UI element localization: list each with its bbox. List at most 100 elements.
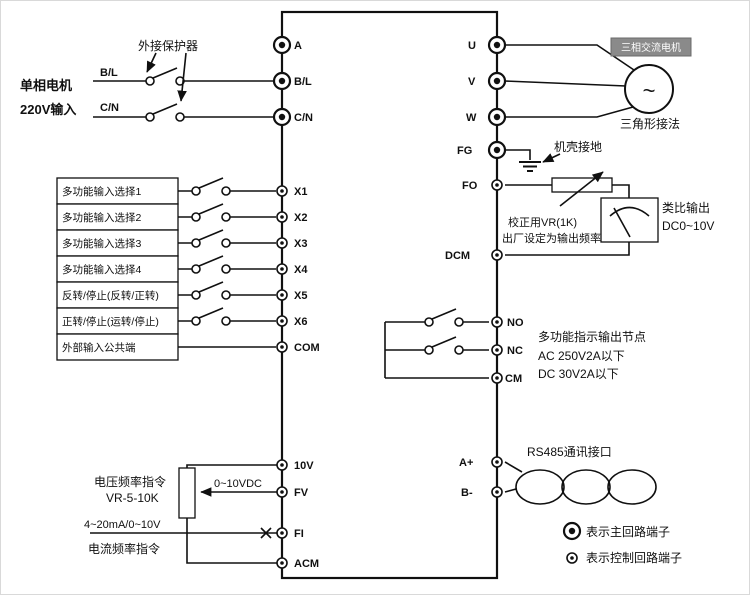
factory-setting-label: 出厂设定为输出频率 xyxy=(502,231,601,245)
ground-arrow xyxy=(542,153,561,163)
legend-control-terminal-label: 表示控制回路端子 xyxy=(586,550,682,565)
terminal-fi xyxy=(276,527,288,539)
meter-scale-arc xyxy=(609,206,650,217)
vr-wiper-arrow xyxy=(559,171,604,207)
ac-input-wires xyxy=(93,80,274,118)
analog-output-section: FO DCM 校正用VR(1K) 出厂设定为输出频率 类比输出 DC0~10V xyxy=(445,171,714,262)
legend-main-terminal-label: 表示主回路端子 xyxy=(586,524,670,539)
input-switch-x6 xyxy=(191,307,231,326)
input-row-box-1 xyxy=(56,177,179,205)
rs485-section: A+ B- RS485通讯接口 xyxy=(459,444,657,505)
terminal-x1-label: X1 xyxy=(294,186,307,198)
terminal-cn xyxy=(272,107,292,127)
ground-symbol xyxy=(519,161,541,172)
relay-ac-rating-label: AC 250V2A以下 xyxy=(538,349,625,363)
terminal-x5-label: X5 xyxy=(294,290,307,302)
terminal-x5 xyxy=(276,289,288,301)
terminal-a-plus xyxy=(491,456,503,468)
input-row-label-5: 反转/停止(反转/正转) xyxy=(62,289,159,302)
relay-output-section: NO NC CM 多功能指示输出节点 AC 250V2A以下 DC 30V2A以… xyxy=(384,308,646,385)
terminal-b-minus-label: B- xyxy=(461,487,473,499)
current-input-x-mark xyxy=(260,527,272,539)
motor-output-wires xyxy=(504,44,635,160)
terminal-x2 xyxy=(276,211,288,223)
motor-output-section: U V W FG 三相交流电机 ~ 三角形接法 机壳接地 xyxy=(457,35,692,172)
potentiometer-body xyxy=(178,467,196,519)
relay-output-title: 多功能指示输出节点 xyxy=(538,329,646,344)
terminal-u xyxy=(487,35,507,55)
terminal-fg-label: FG xyxy=(457,145,472,157)
terminal-com-label: COM xyxy=(294,342,320,354)
terminal-no-label: NO xyxy=(507,317,524,329)
legend: 表示主回路端子 表示控制回路端子 xyxy=(562,521,682,565)
terminal-w xyxy=(487,107,507,127)
current-cmd-label: 电流频率指令 xyxy=(88,541,160,556)
terminal-acm xyxy=(276,557,288,569)
relay-wires xyxy=(384,321,489,379)
input-row-box-5 xyxy=(56,281,179,309)
terminal-fg xyxy=(487,140,507,160)
terminal-fv xyxy=(276,486,288,498)
single-phase-motor-label: 单相电机 xyxy=(20,78,72,93)
terminal-x6-label: X6 xyxy=(294,316,307,328)
current-range-label: 4~20mA/0~10V xyxy=(84,519,161,531)
terminal-x3-label: X3 xyxy=(294,238,307,250)
analog-output-wires xyxy=(505,184,630,256)
terminal-acm-label: ACM xyxy=(294,558,319,570)
terminal-cn-label: C/N xyxy=(294,112,313,124)
meter-needle xyxy=(613,207,631,238)
protector-arrow-2 xyxy=(177,52,187,102)
terminal-a-plus-label: A+ xyxy=(459,457,473,469)
terminal-nc-label: NC xyxy=(507,345,523,357)
terminal-10v-label: 10V xyxy=(294,460,314,472)
motor-symbol-circle xyxy=(624,64,674,114)
terminal-x2-label: X2 xyxy=(294,212,307,224)
terminal-fv-label: FV xyxy=(294,487,309,499)
legend-control-terminal-symbol xyxy=(566,552,578,564)
ac-input-section: 单相电机 220V输入 外接保护器 B/L C/N xyxy=(20,38,274,122)
input-switch-x3 xyxy=(191,229,231,248)
rs485-wires xyxy=(504,461,523,493)
terminal-bl-label: B/L xyxy=(294,76,312,88)
input-row-box-7 xyxy=(56,333,179,361)
input-row-box-4 xyxy=(56,255,179,283)
input-switch-x2 xyxy=(191,203,231,222)
delta-connection-label: 三角形接法 xyxy=(620,116,680,131)
input-row-box-6 xyxy=(56,307,179,335)
protector-switch-cn xyxy=(145,103,185,122)
terminal-bl xyxy=(272,71,292,91)
terminal-fi-label: FI xyxy=(294,528,304,540)
voltage-range-label: 0~10VDC xyxy=(214,478,262,490)
terminal-b-minus xyxy=(491,486,503,498)
chassis-ground-label: 机壳接地 xyxy=(554,139,602,154)
terminal-a xyxy=(272,35,292,55)
input-row-label-2: 多功能输入选择2 xyxy=(62,211,141,224)
relay-contact-no xyxy=(424,308,464,327)
motor-type-badge xyxy=(610,37,692,57)
relay-contact-nc xyxy=(424,336,464,355)
terminal-no xyxy=(491,316,503,328)
input-row-label-4: 多功能输入选择4 xyxy=(62,263,141,276)
terminal-x1 xyxy=(276,185,288,197)
terminal-com xyxy=(276,341,288,353)
terminal-x3 xyxy=(276,237,288,249)
rs485-label: RS485通讯接口 xyxy=(527,444,612,459)
left-main-terminals: A B/L C/N xyxy=(272,35,313,127)
terminal-w-label: W xyxy=(466,112,477,124)
terminal-x4-label: X4 xyxy=(294,264,308,276)
calibration-vr-resistor xyxy=(551,177,613,193)
terminal-dcm-label: DCM xyxy=(445,250,470,262)
terminal-dcm xyxy=(491,249,503,261)
analog-output-range-label: DC0~10V xyxy=(662,219,714,233)
terminal-cm xyxy=(491,372,503,384)
supply-voltage-label: 220V输入 xyxy=(20,102,76,117)
multifunction-input-section: 多功能输入选择1 多功能输入选择2 多功能输入选择3 多功能输入选择4 反转/停… xyxy=(56,177,320,361)
input-switch-x4 xyxy=(191,255,231,274)
input-row-label-6: 正转/停止(运转/停止) xyxy=(62,315,159,328)
input-switch-x1 xyxy=(191,177,231,196)
input-row-label-1: 多功能输入选择1 xyxy=(62,185,141,198)
legend-main-terminal-symbol xyxy=(562,521,582,541)
protector-switch-bl xyxy=(145,67,185,86)
terminal-cm-label: CM xyxy=(505,373,522,385)
